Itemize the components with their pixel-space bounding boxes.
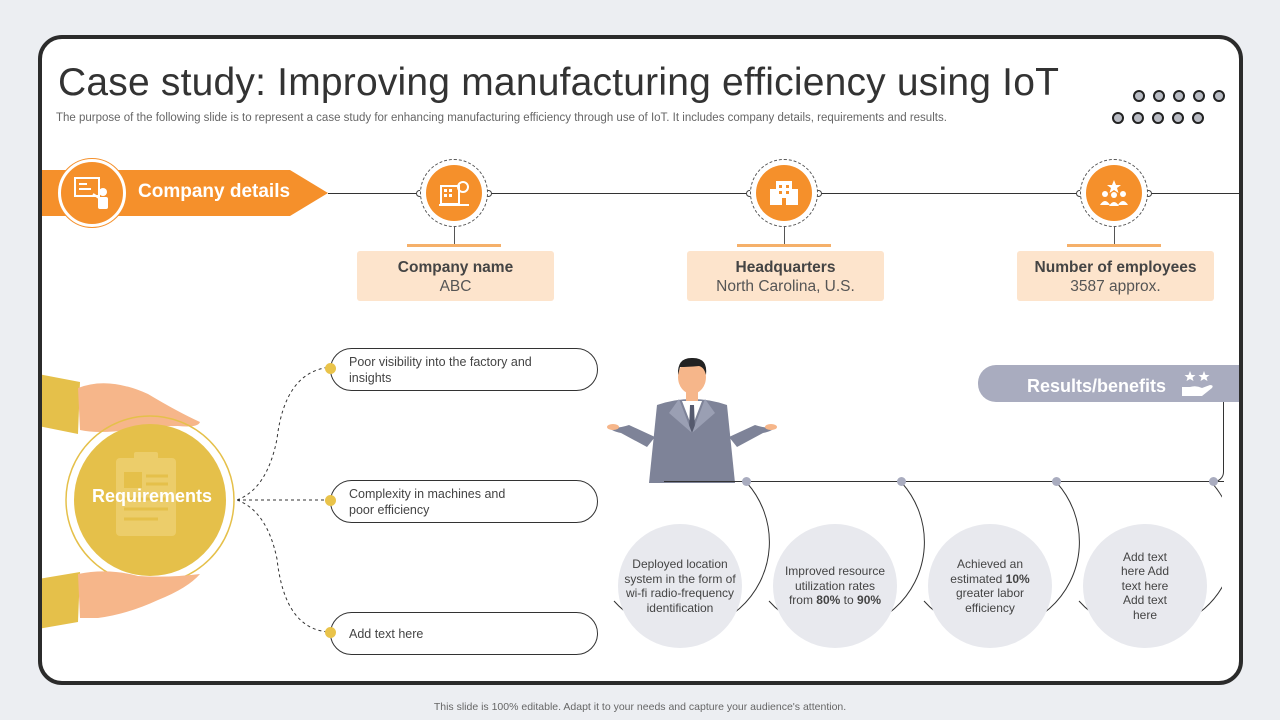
- result-dot: [742, 477, 751, 486]
- headquarters-node: [750, 159, 818, 227]
- presentation-icon: [58, 159, 126, 227]
- headquarters-box: Headquarters North Carolina, U.S.: [687, 251, 884, 301]
- detail-heading: Number of employees: [1034, 259, 1197, 276]
- result-dot: [897, 477, 906, 486]
- detail-heading: Company name: [397, 259, 514, 276]
- detail-value: 3587 approx.: [1070, 278, 1161, 295]
- hand-stars-icon: [1182, 371, 1213, 396]
- result-dot: [1052, 477, 1061, 486]
- page-subtitle: The purpose of the following slide is to…: [56, 112, 947, 124]
- result-item: Add text here Add text here Add text her…: [1083, 524, 1207, 648]
- company-name-node: [420, 159, 488, 227]
- requirement-item: Complexity in machines and poor efficien…: [330, 480, 598, 523]
- detail-value: ABC: [439, 278, 472, 295]
- employees-box: Number of employees 3587 approx.: [1017, 251, 1214, 301]
- headquarters-icon: [756, 165, 812, 221]
- result-item: Achieved an estimated 10% greater labor …: [928, 524, 1052, 648]
- result-item: Improved resource utilization rates from…: [773, 524, 897, 648]
- decorative-dots-top: [1133, 90, 1225, 102]
- detail-value: North Carolina, U.S.: [716, 278, 855, 295]
- requirements-illustration: [42, 374, 235, 629]
- connector: [1114, 227, 1115, 245]
- requirement-text: Complexity in machines and poor efficien…: [349, 487, 506, 517]
- connector: [454, 227, 455, 245]
- page-title: Case study: Improving manufacturing effi…: [58, 61, 1060, 104]
- decorative-dots-bottom: [1112, 112, 1204, 124]
- requirements-connectors: [237, 366, 332, 633]
- businessman-illustration: [607, 357, 777, 483]
- accent-bar: [1067, 244, 1161, 247]
- requirement-text: Poor visibility into the factory and ins…: [349, 355, 532, 385]
- result-text: Achieved an estimated 10% greater labor …: [950, 557, 1030, 615]
- requirement-item: Poor visibility into the factory and ins…: [330, 348, 598, 391]
- slide: Case study: Improving manufacturing effi…: [38, 35, 1243, 685]
- requirement-bullet: [325, 627, 336, 638]
- requirement-item: Add text here: [330, 612, 598, 655]
- result-text: Deployed location system in the form of …: [624, 557, 736, 615]
- company-details-label: Company details: [138, 181, 291, 202]
- result-dot: [1209, 477, 1218, 486]
- results-connector: [1214, 402, 1224, 482]
- result-text: Add text here Add text here Add text her…: [1120, 549, 1170, 622]
- results-label: Results/benefits: [1027, 376, 1167, 396]
- result-text: Improved resource utilization rates from…: [784, 564, 886, 608]
- accent-bar: [407, 244, 501, 247]
- requirements-label: Requirements: [91, 486, 213, 506]
- footer-note: This slide is 100% editable. Adapt it to…: [433, 701, 847, 713]
- building-icon: [426, 165, 482, 221]
- results-baseline: [664, 481, 1224, 482]
- accent-bar: [737, 244, 831, 247]
- employees-node: [1080, 159, 1148, 227]
- company-name-box: Company name ABC: [357, 251, 554, 301]
- detail-heading: Headquarters: [735, 259, 836, 276]
- requirement-text: Add text here: [349, 627, 424, 641]
- result-item: Deployed location system in the form of …: [618, 524, 742, 648]
- requirement-bullet: [325, 495, 336, 506]
- requirement-bullet: [325, 363, 336, 374]
- team-icon: [1086, 165, 1142, 221]
- connector: [784, 227, 785, 245]
